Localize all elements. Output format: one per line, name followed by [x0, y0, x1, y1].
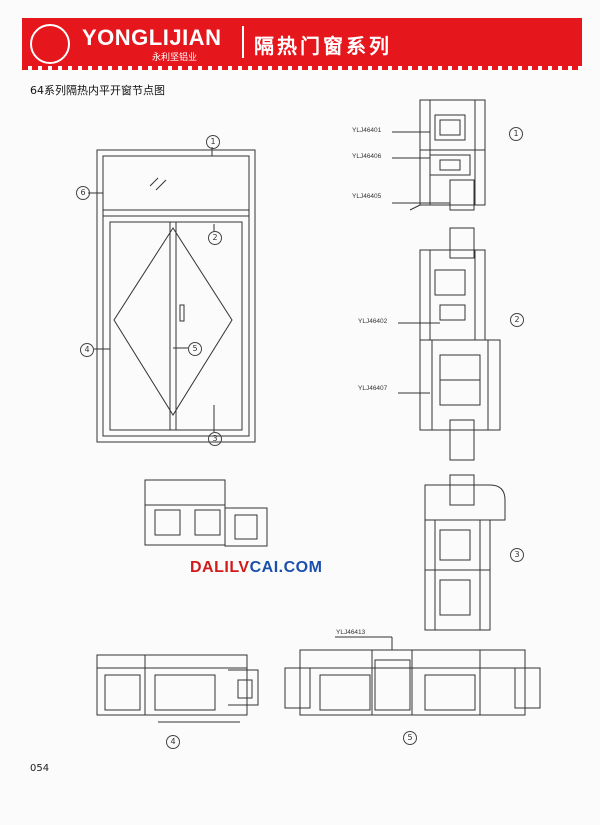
profile-code-2: YLJ46406	[352, 153, 382, 160]
section-4-drawing	[96, 654, 259, 723]
section-1-drawing	[409, 99, 486, 211]
section-5-drawing	[284, 649, 541, 716]
profile-code-6: YLJ46413	[336, 629, 366, 636]
section-marker-4: 4	[166, 735, 180, 749]
door-elevation-drawing	[96, 149, 256, 443]
brand-name: YONGLIJIAN	[82, 25, 222, 50]
profile-code-3: YLJ46405	[352, 193, 382, 200]
page-number: 054	[30, 763, 50, 774]
brand-subtitle: 永利坚铝业	[152, 53, 198, 63]
detail-marker-1: 1	[206, 135, 220, 149]
watermark-tail: CAI.COM	[249, 559, 323, 576]
section-mullion-drawing	[144, 479, 268, 547]
header-banner: YONGLIJIAN 永利坚铝业 隔热门窗系列	[22, 18, 582, 70]
banner-divider	[242, 26, 244, 58]
detail-marker-4: 4	[80, 343, 94, 357]
series-title: 隔热门窗系列	[254, 34, 392, 58]
detail-marker-5: 5	[188, 342, 202, 356]
detail-marker-6: 6	[76, 186, 90, 200]
watermark-main: DALILV	[190, 559, 250, 576]
brand-logo-icon	[30, 24, 70, 64]
section-marker-2: 2	[510, 313, 524, 327]
detail-marker-2: 2	[208, 231, 222, 245]
detail-marker-3: 3	[208, 432, 222, 446]
page-title: 64系列隔热内平开窗节点图	[30, 84, 165, 97]
section-marker-3: 3	[510, 548, 524, 562]
profile-code-5: YLJ46407	[358, 385, 388, 392]
banner-edge	[22, 66, 582, 70]
section-marker-5: 5	[403, 731, 417, 745]
section-marker-1: 1	[509, 127, 523, 141]
profile-code-1: YLJ46401	[352, 127, 382, 134]
section-2-drawing	[419, 227, 501, 461]
site-watermark: DALILVCAI.COM	[190, 559, 322, 577]
profile-code-4: YLJ46402	[358, 318, 388, 325]
section-3-drawing	[424, 474, 506, 631]
